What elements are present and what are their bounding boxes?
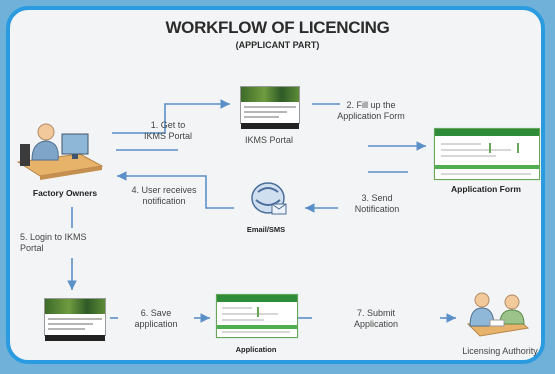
step5-line2: Portal xyxy=(20,243,44,253)
step6-line1: 6. Save xyxy=(140,308,172,318)
application-form-screenshot xyxy=(434,128,540,180)
arrow-step4 xyxy=(117,171,234,209)
step2-label: 2. Fill up the Application Form xyxy=(322,100,420,122)
step2-line1: 2. Fill up the xyxy=(346,100,396,110)
step6-label: 6. Save application xyxy=(118,308,194,330)
application-screenshot xyxy=(216,294,298,338)
step4-line2: notification xyxy=(142,196,186,206)
licensing-authority-icon xyxy=(462,288,532,342)
diagram-subtitle: (APPLICANT PART) xyxy=(235,40,320,50)
email-sms-icon xyxy=(238,178,298,222)
step5-line1: 5. Login to IKMS xyxy=(20,232,87,242)
step4-label: 4. User receives notification xyxy=(116,185,212,207)
step1-label: 1. Get to IKMS Portal xyxy=(128,120,208,142)
step5-label: 5. Login to IKMS Portal xyxy=(20,232,130,254)
step7-line2: Application xyxy=(353,319,399,329)
diagram-title: WORKFLOW OF LICENCING xyxy=(165,18,390,37)
step7-line1: 7. Submit xyxy=(356,308,396,318)
factory-owner-icon xyxy=(10,120,120,182)
email-sms-label: Email/SMS xyxy=(246,225,286,234)
arrow-step1 xyxy=(112,99,230,134)
ikms-portal-screenshot xyxy=(240,86,300,129)
ikms-portal-login-screenshot xyxy=(44,298,106,341)
application-label: Application xyxy=(235,345,277,354)
step6-line2: application xyxy=(134,319,178,329)
step1-line1: 1. Get to xyxy=(150,120,186,130)
step4-line1: 4. User receives xyxy=(131,185,197,195)
step3-label: 3. Send Notification xyxy=(340,193,414,215)
factory-owners-label: Factory Owners xyxy=(32,188,98,198)
step3-line2: Notification xyxy=(354,204,400,214)
step3-line1: 3. Send xyxy=(361,193,393,203)
licensing-authority-label: Licensing Authority xyxy=(462,346,538,356)
ikms-portal-label: IKMS Portal xyxy=(244,135,293,145)
application-form-label: Application Form xyxy=(451,184,521,194)
step2-line2: Application Form xyxy=(337,111,405,121)
step7-label: 7. Submit Application xyxy=(312,308,440,330)
step1-line2: IKMS Portal xyxy=(143,131,192,141)
